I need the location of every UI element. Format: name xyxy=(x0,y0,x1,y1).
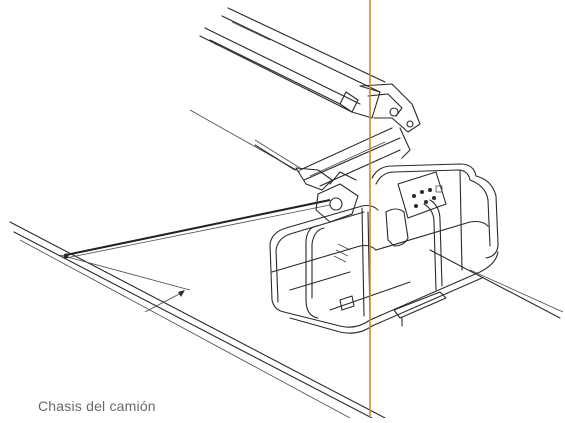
upper-joint xyxy=(359,83,421,159)
direction-arrow xyxy=(144,290,185,313)
support-strut xyxy=(63,199,331,259)
rotator-unit xyxy=(315,171,359,223)
telescopic-boom xyxy=(199,7,386,119)
work-basket xyxy=(269,163,499,334)
truck-chassis xyxy=(9,221,386,419)
chassis-right-edge xyxy=(429,249,564,319)
caption-chassis: Chasis del camión xyxy=(38,398,156,414)
cable-lines xyxy=(189,109,301,173)
control-panel xyxy=(397,171,447,219)
jib-arm xyxy=(295,127,401,191)
